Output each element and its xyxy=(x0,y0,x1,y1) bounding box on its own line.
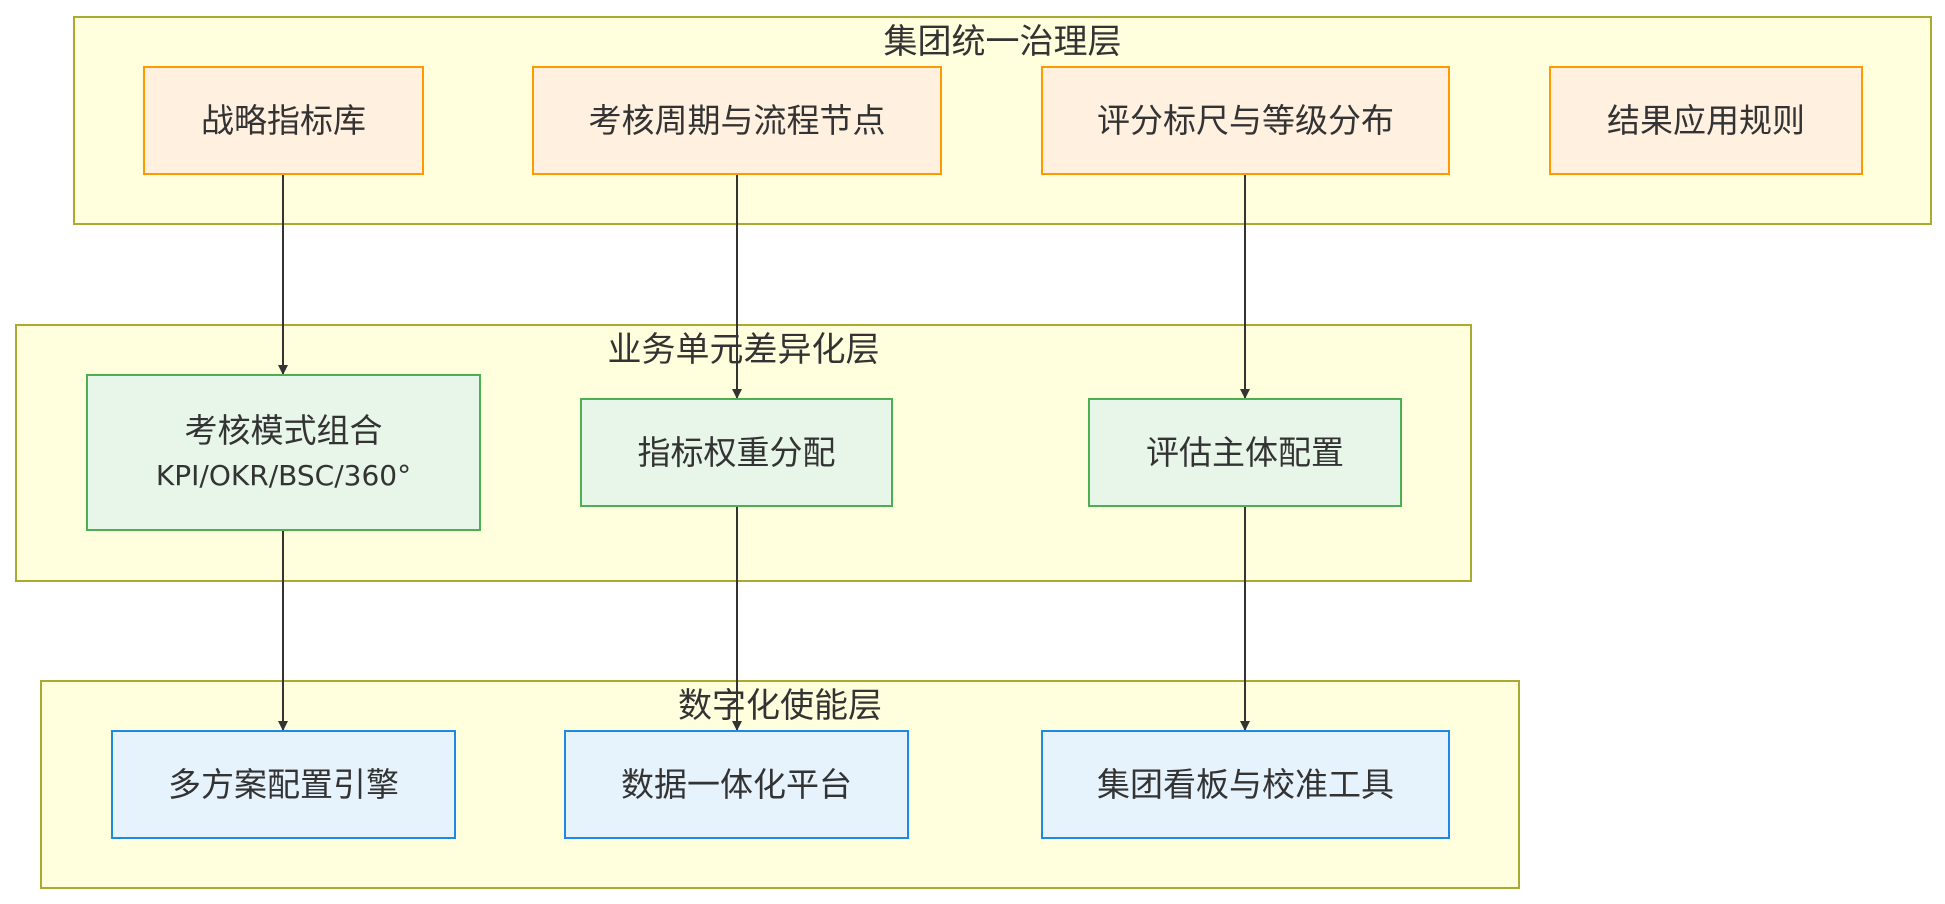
node-evaluator-config-label: 评估主体配置 xyxy=(1146,432,1344,472)
node-scoring-scale-label: 评分标尺与等级分布 xyxy=(1097,100,1394,140)
node-multi-plan-engine-label: 多方案配置引擎 xyxy=(168,764,399,804)
node-dashboard-tools[interactable]: 集团看板与校准工具 xyxy=(1041,730,1450,839)
node-result-rules[interactable]: 结果应用规则 xyxy=(1549,66,1863,175)
node-mode-combo[interactable]: 考核模式组合 KPI/OKR/BSC/360° xyxy=(86,374,481,531)
node-evaluator-config[interactable]: 评估主体配置 xyxy=(1088,398,1402,507)
node-strategy-kpi-library-label: 战略指标库 xyxy=(201,100,366,140)
node-mode-combo-line1: 考核模式组合 xyxy=(184,410,383,450)
node-data-platform[interactable]: 数据一体化平台 xyxy=(564,730,909,839)
layer-business-title: 业务单元差异化层 xyxy=(607,330,880,370)
node-multi-plan-engine[interactable]: 多方案配置引擎 xyxy=(111,730,456,839)
node-data-platform-label: 数据一体化平台 xyxy=(621,764,852,804)
node-dashboard-tools-label: 集团看板与校准工具 xyxy=(1097,764,1394,804)
node-mode-combo-line2: KPI/OKR/BSC/360° xyxy=(155,458,412,492)
node-scoring-scale[interactable]: 评分标尺与等级分布 xyxy=(1041,66,1450,175)
node-cycle-process-label: 考核周期与流程节点 xyxy=(588,100,886,140)
node-strategy-kpi-library[interactable]: 战略指标库 xyxy=(143,66,424,175)
layer-digital-title: 数字化使能层 xyxy=(678,686,882,726)
node-cycle-process[interactable]: 考核周期与流程节点 xyxy=(532,66,942,175)
node-weight-allocation-label: 指标权重分配 xyxy=(637,432,836,472)
layer-governance-title: 集团统一治理层 xyxy=(883,22,1122,62)
node-weight-allocation[interactable]: 指标权重分配 xyxy=(580,398,893,507)
node-result-rules-label: 结果应用规则 xyxy=(1607,100,1805,140)
